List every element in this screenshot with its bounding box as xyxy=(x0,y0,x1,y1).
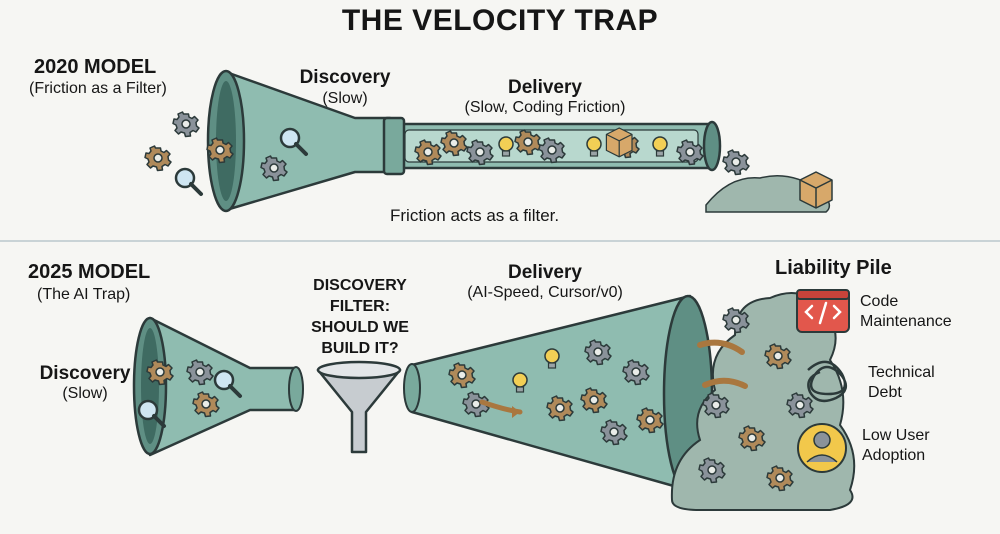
delivery-cone-2025 xyxy=(403,294,714,494)
model-2025-subheading: (The AI Trap) xyxy=(37,286,131,303)
model-2020-subheading: (Friction as a Filter) xyxy=(29,80,167,97)
model-2020-heading: 2020 MODEL xyxy=(34,56,157,78)
code-icon xyxy=(796,289,850,333)
delivery-2025-label: Delivery xyxy=(508,262,582,283)
filter-line: BUILD IT? xyxy=(321,340,399,357)
pile-item-line: Debt xyxy=(868,384,902,401)
filter-line: SHOULD WE xyxy=(311,319,409,336)
filter-line: FILTER: xyxy=(329,298,391,315)
discovery-2025-label: Discovery xyxy=(39,363,131,384)
pile-item-line: Adoption xyxy=(862,447,926,464)
model-2020-caption: Friction acts as a filter. xyxy=(390,206,560,225)
liability-pile-title: Liability Pile xyxy=(775,257,892,279)
pile-item-low-user-adoption: Low User Adoption xyxy=(862,426,930,466)
page-title: THE VELOCITY TRAP xyxy=(341,4,659,37)
discovery-2020-sub: (Slow) xyxy=(322,90,368,107)
pile-item-technical-debt: Technical Debt xyxy=(868,363,935,403)
pile-item-line: Technical xyxy=(868,364,935,381)
delivery-2020-label: Delivery xyxy=(508,77,582,98)
discovery-2025-sub: (Slow) xyxy=(62,385,108,402)
delivery-2025-sub: (AI-Speed, Cursor/v0) xyxy=(467,284,623,301)
discovery-2020-label: Discovery xyxy=(299,67,391,88)
delivery-2020-sub: (Slow, Coding Friction) xyxy=(464,99,626,116)
pile-item-code-maintenance: Code Maintenance xyxy=(860,292,952,332)
user-icon xyxy=(797,423,847,473)
model-2025-heading: 2025 MODEL xyxy=(28,261,151,283)
pile-item-line: Maintenance xyxy=(860,313,952,330)
discovery-filter-label: DISCOVERY FILTER: SHOULD WE BUILD IT? xyxy=(298,275,422,359)
section-divider xyxy=(0,240,1000,242)
pile-item-line: Code xyxy=(860,293,899,310)
filter-line: DISCOVERY xyxy=(313,277,407,294)
filter-funnel xyxy=(316,360,402,454)
tangle-icon xyxy=(807,360,848,403)
pile-item-line: Low User xyxy=(862,427,930,444)
